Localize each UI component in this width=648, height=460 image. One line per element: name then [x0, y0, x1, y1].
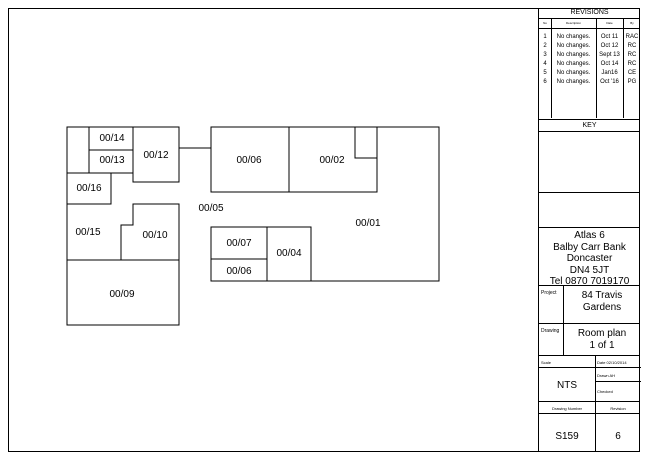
company-line: DN4 5JT — [569, 264, 610, 276]
floor-plan: 00/14 00/13 00/12 00/16 00/15 00/10 00/0… — [66, 126, 440, 326]
project-label: Project — [541, 290, 557, 296]
drawing-line: Room plan — [577, 328, 627, 339]
company-line: Atlas 6 — [574, 230, 605, 241]
company-line: Tel 0870 7019170 — [549, 276, 630, 287]
room-outline-0004 — [266, 226, 312, 282]
room-outline-0002 — [288, 126, 378, 193]
company-section: Atlas 6 Balby Carr Bank Doncaster DN4 5J… — [539, 228, 640, 288]
room-label: 00/05 — [198, 203, 223, 214]
header-by: By — [630, 21, 634, 25]
revisions-section: REVISIONS No Description Date By 1 No ch… — [539, 8, 640, 120]
drawn-label: Drawn AH — [597, 373, 616, 378]
revision-by: RC — [627, 43, 637, 49]
revisions-title: REVISIONS — [570, 9, 609, 16]
company-address: Atlas 6 Balby Carr Bank Doncaster DN4 5J… — [539, 230, 640, 288]
revision-value: 6 — [615, 431, 621, 442]
revision-row: 5 No changes. Jan16 CE — [539, 70, 640, 79]
scale-value: NTS — [557, 380, 577, 391]
room-label: 00/10 — [142, 230, 167, 241]
revision-no: 4 — [543, 61, 547, 67]
key-title: KEY — [582, 122, 597, 129]
revision-row: 6 No changes. Oct '16 PG — [539, 79, 640, 88]
revision-no: 6 — [543, 79, 547, 85]
revision-by: RC — [627, 61, 637, 67]
revision-description: No changes. — [556, 70, 591, 76]
header-no: No — [543, 21, 547, 25]
revision-row: 4 No changes. Oct 14 RC — [539, 61, 640, 70]
drawing-line: 1 of 1 — [589, 339, 615, 351]
drawing-number-value: S159 — [555, 431, 579, 442]
wall — [354, 127, 377, 159]
room-outline-0009 — [66, 259, 180, 326]
revision-row: 3 No changes. Sept 13 RC — [539, 52, 640, 61]
revision-no: 5 — [543, 70, 547, 76]
number-section: Drawing Number Revision S159 6 — [539, 402, 640, 452]
room-label: 00/15 — [75, 227, 100, 238]
revision-label: Revision — [610, 406, 626, 411]
date-label: Date 02/10/2014 — [597, 360, 627, 365]
revision-no: 2 — [543, 43, 547, 49]
room-label: 00/16 — [76, 183, 101, 194]
room-outline-0001 — [311, 126, 440, 282]
revision-by: PG — [627, 79, 637, 85]
scale-section: Scale NTS Date 02/10/2014 Drawn AH Check… — [539, 356, 641, 402]
revision-date: Oct '16 — [600, 79, 619, 85]
room-label: 00/06 — [226, 266, 251, 277]
scale-label: Scale — [541, 360, 552, 365]
revision-description: No changes. — [556, 79, 591, 85]
room-label: 00/07 — [226, 238, 251, 249]
drawing-value: Room plan 1 of 1 — [563, 328, 641, 351]
revision-date: Oct 11 — [600, 34, 619, 40]
drawing-label: Drawing — [541, 328, 560, 334]
room-label: 00/01 — [355, 218, 380, 229]
drawing-section: Drawing Room plan 1 of 1 — [539, 324, 640, 356]
revision-row: 2 No changes. Oct 12 RC — [539, 43, 640, 52]
company-line: Balby Carr Bank — [553, 241, 626, 253]
revision-date: Oct 14 — [600, 61, 619, 67]
header-description: Description — [565, 21, 581, 25]
project-line: 84 Travis — [581, 290, 623, 301]
room-label: 00/13 — [99, 155, 124, 166]
revision-by: RC — [627, 52, 637, 58]
revision-description: No changes. — [556, 43, 591, 49]
revision-by: RAC — [625, 34, 639, 40]
title-block: REVISIONS No Description Date By 1 No ch… — [538, 8, 641, 452]
room-label: 00/12 — [143, 150, 168, 161]
revision-by: CE — [627, 70, 637, 76]
room-outline-0010 — [120, 203, 180, 260]
project-section: Project 84 Travis Gardens — [539, 286, 640, 324]
revision-no: 1 — [543, 34, 547, 40]
room-outline-0012 — [132, 126, 180, 183]
revision-description: No changes. — [556, 34, 591, 40]
revision-row: 1 No changes. Oct 11 RAC — [539, 34, 640, 43]
room-label: 00/06 — [236, 155, 261, 166]
drawing-frame — [8, 8, 640, 452]
revisions-table: No Description Date By 1 No changes. Oct… — [539, 18, 640, 118]
project-value: 84 Travis Gardens — [563, 290, 641, 313]
header-date: Date — [606, 21, 613, 25]
revision-date: Sept 13 — [599, 52, 620, 58]
revisions-header: No Description Date By — [539, 18, 640, 29]
company-line: Doncaster — [566, 253, 613, 264]
revision-date: Jan16 — [601, 70, 618, 76]
revision-description: No changes. — [556, 52, 591, 58]
revision-description: No changes. — [556, 61, 591, 67]
key-section: KEY — [539, 120, 640, 228]
room-label: 00/02 — [319, 155, 344, 166]
room-label: 00/04 — [276, 248, 301, 259]
room-outline-0016 — [66, 172, 112, 205]
drawing-number-label: Drawing Number — [551, 406, 582, 411]
checked-label: Checked — [597, 389, 613, 394]
room-label: 00/09 — [109, 289, 134, 300]
project-line: Gardens — [582, 301, 622, 313]
revision-no: 3 — [543, 52, 547, 58]
revision-date: Oct 12 — [600, 43, 619, 49]
room-label: 00/14 — [99, 133, 124, 144]
